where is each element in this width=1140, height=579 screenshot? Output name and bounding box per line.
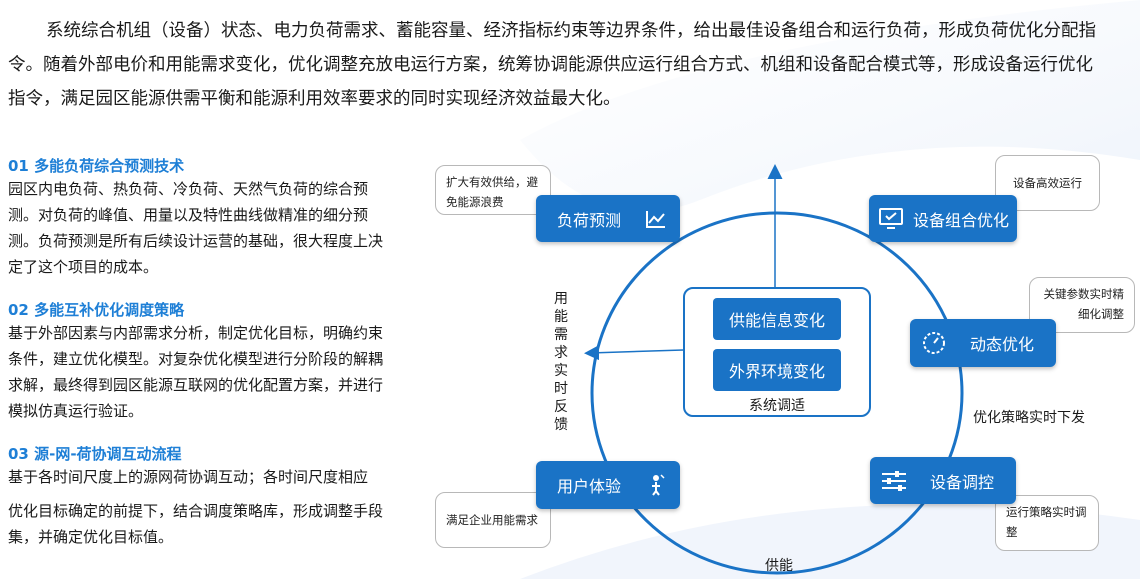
section-2: 02 多能互补优化调度策略 基于外部因素与内部需求分析，制定优化目标，明确约束条…	[8, 300, 394, 424]
node-user-experience[interactable]: 用户体验	[536, 461, 680, 509]
section-body: 基于外部因素与内部需求分析，制定优化目标，明确约束条件，建立优化模型。对复杂优化…	[8, 324, 384, 420]
sections-column: 01 多能负荷综合预测技术 园区内电负荷、热负荷、冷负荷、天然气负荷的综合预测。…	[8, 156, 394, 550]
label-strategy-issue: 优化策略实时下发	[973, 410, 1085, 426]
intro-paragraph: 系统综合机组（设备）状态、电力负荷需求、蓄能容量、经济指标约束等边界条件，给出最…	[8, 21, 1096, 109]
monitor-check-icon	[877, 205, 905, 233]
section-body-line-2: 优化目标确定的前提下，结合调度策略库，形成调整手段集，并确定优化目标值。	[8, 502, 384, 546]
node-label: 设备组合优化	[912, 210, 1009, 230]
center-caption: 系统调适	[749, 398, 805, 414]
diagram-connectors	[584, 164, 964, 575]
node-label: 用户体验	[556, 477, 621, 496]
gauge-icon	[920, 329, 948, 357]
node-label: 动态优化	[969, 335, 1034, 354]
section-title: 02 多能互补优化调度策略	[8, 301, 185, 319]
line-chart-icon	[642, 205, 670, 233]
sliders-icon	[880, 467, 908, 495]
user-tap-icon	[642, 471, 670, 499]
node-external-env[interactable]: 外界环境变化	[713, 349, 841, 391]
arrow-left	[584, 345, 684, 361]
note-strategy-adjust: 运行策略实时调整	[995, 495, 1099, 551]
section-title: 03 源-网-荷协调互动流程	[8, 445, 182, 463]
node-device-regulation[interactable]: 设备调控	[870, 457, 1016, 504]
section-1: 01 多能负荷综合预测技术 园区内电负荷、热负荷、冷负荷、天然气负荷的综合预测。…	[8, 156, 394, 280]
section-title: 01 多能负荷综合预测技术	[8, 157, 185, 175]
label-feedback: 用能需求实时反馈	[554, 291, 568, 433]
node-device-combo[interactable]: 设备组合优化	[869, 195, 1017, 242]
note-expand-supply: 扩大有效供给，避免能源浪费	[435, 165, 551, 215]
node-label: 设备调控	[929, 472, 994, 492]
cycle-ring	[590, 211, 964, 575]
node-dynamic-opt[interactable]: 动态优化	[910, 319, 1056, 367]
note-enterprise-demand: 满足企业用能需求	[435, 492, 551, 548]
label-supply: 供能	[765, 558, 793, 574]
section-3: 03 源-网-荷协调互动流程 基于各时间尺度上的源网荷协调互动；各时间尺度相应 …	[8, 444, 394, 550]
node-load-forecast[interactable]: 负荷预测	[536, 195, 680, 242]
section-body-line-1: 基于各时间尺度上的源网荷协调互动；各时间尺度相应	[8, 468, 369, 486]
center-system-box: 供能信息变化 外界环境变化 系统调适	[683, 287, 871, 417]
node-supply-info[interactable]: 供能信息变化	[713, 298, 841, 340]
process-diagram: 扩大有效供给，避免能源浪费 设备高效运行 关键参数实时精细化调整 运行策略实时调…	[425, 145, 1140, 579]
section-body: 园区内电负荷、热负荷、冷负荷、天然气负荷的综合预测。对负荷的峰值、用量以及特性曲…	[8, 180, 384, 276]
node-label: 负荷预测	[556, 210, 621, 230]
